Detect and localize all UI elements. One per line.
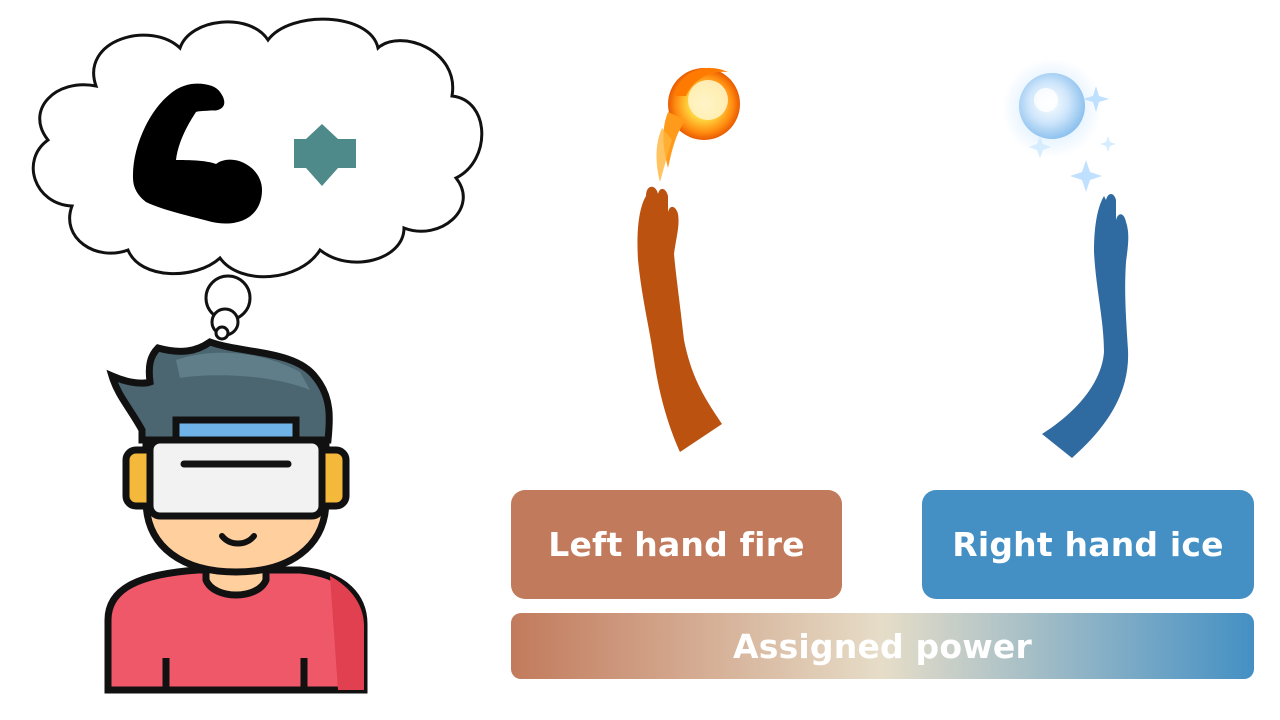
raised-arm-fireball-icon [637, 67, 740, 453]
assigned-power-bar: Assigned power [511, 613, 1254, 679]
raised-arm-iceball-icon [1002, 58, 1129, 458]
vr-headset-person-icon [104, 338, 368, 694]
left-hand-fire-label: Left hand fire [511, 490, 842, 599]
thought-bubble-icon [31, 17, 484, 341]
right-hand-ice-label: Right hand ice [922, 490, 1254, 599]
flexed-arm-icon [132, 83, 262, 224]
teal-octagon-icon [294, 124, 356, 186]
